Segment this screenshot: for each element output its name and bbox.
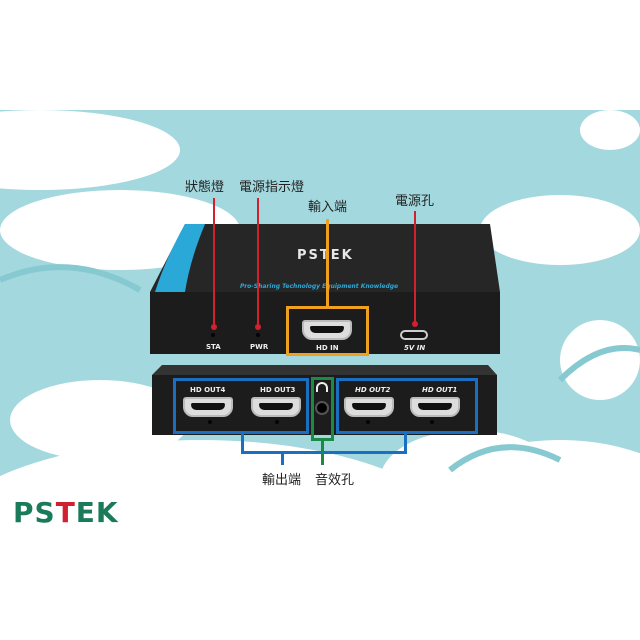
callout-power-jack: 電源孔 [395,194,435,209]
hd-out2-label: HD OUT2 [355,386,391,394]
hdmi-out1-port [410,397,460,417]
callout-dot [211,324,217,330]
audio-stem [321,441,324,465]
pwr-led [256,333,260,337]
usb-c-port [400,330,428,340]
callout-status-led: 狀態燈 [185,180,225,195]
headphone-icon [316,382,328,392]
outputs-bracket [241,434,407,454]
pstek-logo: PSTEK [13,496,119,529]
outputs-highlight-left [173,378,309,434]
hd-out4-label: HD OUT4 [190,386,226,394]
device-top-face [150,224,500,292]
hd-out1-label: HD OUT1 [422,386,458,394]
hdmi-in-port [302,320,352,340]
callout-input-port: 輸入端 [308,200,348,215]
hd-in-label: HD IN [316,344,339,352]
out3-led [275,420,279,424]
callout-dot [412,321,418,327]
callout-line-power-jack [414,211,416,323]
pwr-label: PWR [250,343,269,351]
callout-line-status [213,198,215,326]
audio-jack [315,401,329,415]
callout-line-input [326,219,329,307]
callout-dot [255,324,261,330]
hdmi-out2-port [344,397,394,417]
device-slogan: Pro-Sharing Technology Equipment Knowled… [240,283,399,290]
outputs-stem [281,454,284,465]
hdmi-out3-port [251,397,301,417]
hd-out3-label: HD OUT3 [260,386,296,394]
5v-in-label: 5V IN [404,344,426,352]
sta-led [211,333,215,337]
callout-output-ports: 輸出端 [262,473,302,488]
sta-label: STA [206,343,221,351]
out4-led [208,420,212,424]
hdmi-out4-port [183,397,233,417]
input-highlight-box [286,306,369,356]
out1-led [430,420,434,424]
callout-audio-jack: 音效孔 [315,473,355,488]
audio-highlight-box [311,377,334,441]
out2-led [366,420,370,424]
device-brand: PSTEK [297,248,354,263]
callout-power-led: 電源指示燈 [239,180,305,195]
callout-line-power-led [257,198,259,326]
outputs-highlight-right [336,378,478,434]
